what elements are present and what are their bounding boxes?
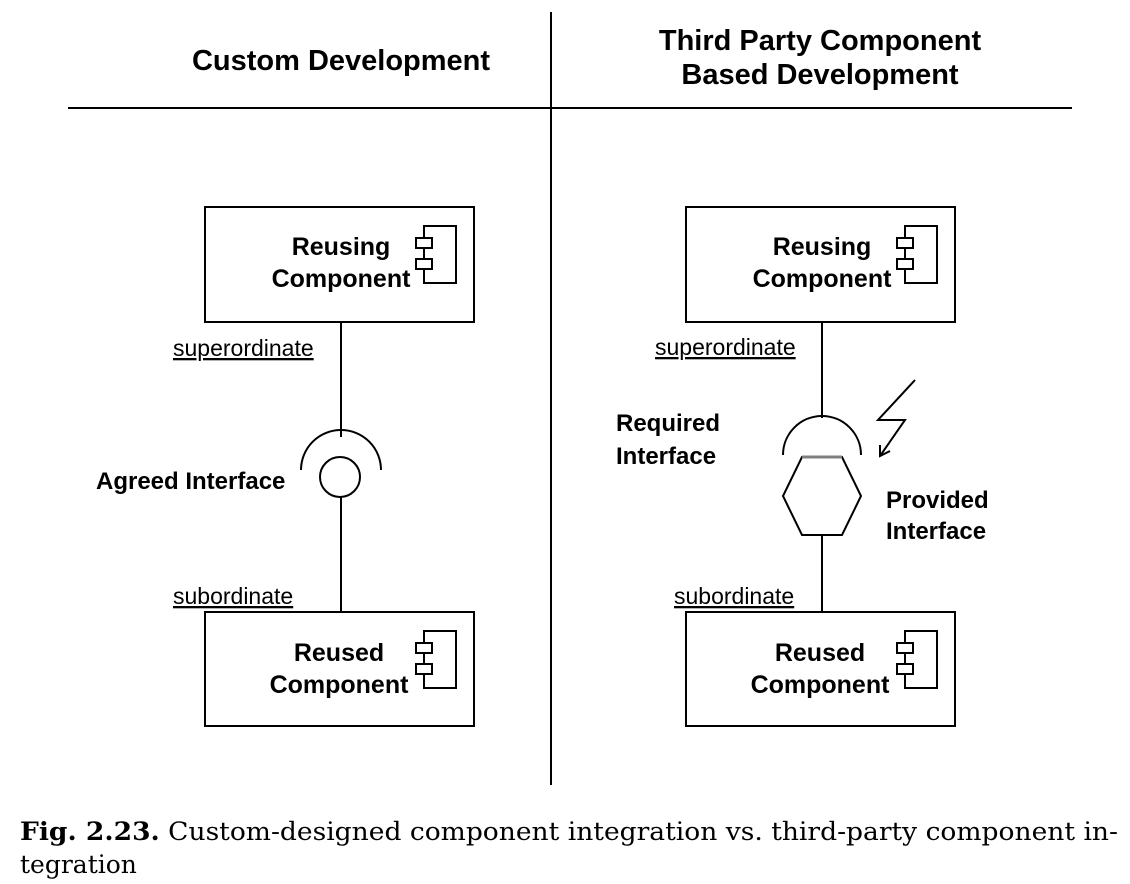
- left-reusing-component: Reusing Component: [204, 206, 475, 323]
- right-reused-component: Reused Component: [685, 611, 956, 727]
- right-subordinate-label: subordinate: [674, 583, 794, 609]
- figure-caption-label: Fig. 2.23.: [20, 817, 160, 846]
- component-icon: [415, 630, 457, 689]
- left-reusing-label-line1: Reusing: [292, 233, 391, 261]
- figure-caption-text: Custom-designed component integration vs…: [168, 817, 1118, 846]
- component-icon: [896, 225, 938, 284]
- left-reused-label-line1: Reused: [294, 639, 384, 667]
- left-reused-component: Reused Component: [204, 611, 475, 727]
- required-interface-socket: [782, 415, 862, 456]
- left-subordinate-label: subordinate: [173, 583, 293, 609]
- provided-interface-hexagon: [781, 455, 863, 536]
- left-reused-label-line2: Component: [270, 671, 410, 699]
- left-superordinate-label: superordinate: [173, 335, 314, 361]
- right-reusing-label-line2: Component: [753, 265, 893, 293]
- lightning-bolt-icon: [875, 379, 916, 458]
- provided-interface-label-line2: Interface: [886, 518, 986, 545]
- left-column-heading: Custom Development: [192, 45, 490, 77]
- right-column-heading-line2: Based Development: [681, 59, 959, 91]
- figure-caption-line2: tegration: [20, 850, 137, 879]
- figure-caption-line1: Fig. 2.23. Custom-designed component int…: [20, 817, 1118, 846]
- agreed-interface-label: Agreed Interface: [96, 468, 285, 495]
- component-icon: [896, 630, 938, 689]
- right-reused-label-line2: Component: [751, 671, 891, 699]
- right-superordinate-label: superordinate: [655, 334, 796, 360]
- right-reusing-label-line1: Reusing: [773, 233, 872, 261]
- right-reusing-component: Reusing Component: [685, 206, 956, 323]
- component-icon: [415, 225, 457, 284]
- provided-interface-label-line1: Provided: [886, 487, 989, 514]
- right-reused-label-line1: Reused: [775, 639, 865, 667]
- right-column-heading-line1: Third Party Component: [659, 25, 982, 57]
- left-reusing-label-line2: Component: [272, 265, 412, 293]
- required-interface-label-line1: Required: [616, 410, 720, 437]
- required-interface-label-line2: Interface: [616, 443, 716, 470]
- agreed-interface-symbol: [300, 429, 382, 498]
